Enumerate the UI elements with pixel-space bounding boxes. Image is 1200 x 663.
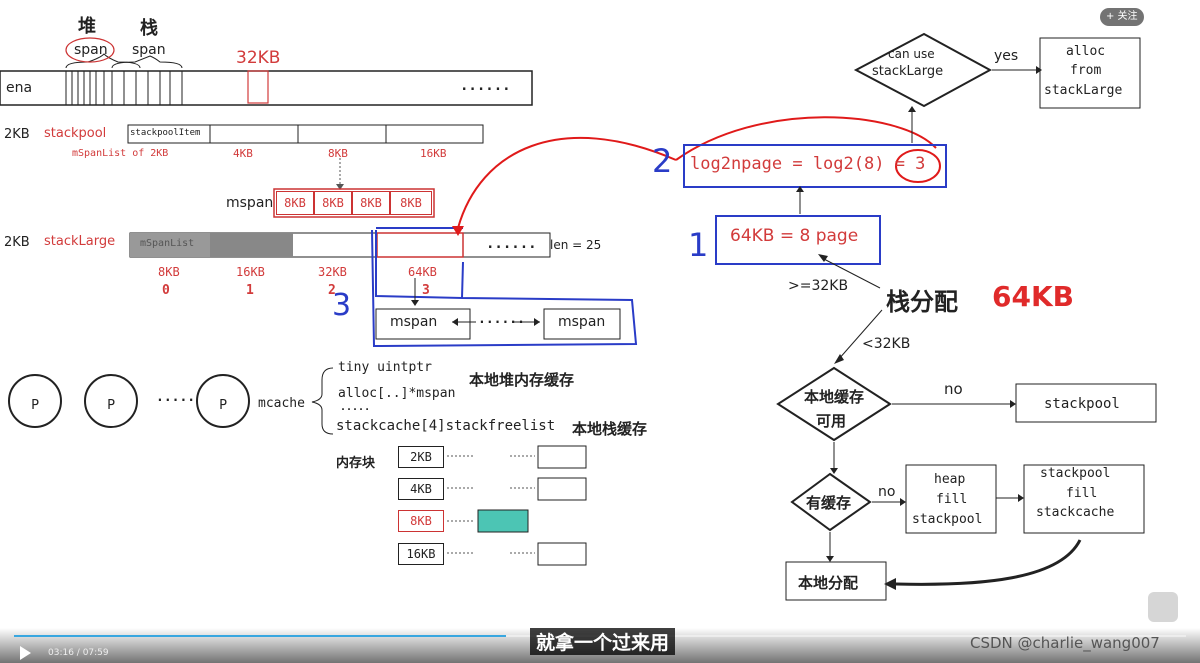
- p-label: P: [10, 398, 60, 413]
- stacklarge-diamond-label: stackLarge: [872, 64, 943, 79]
- pip-icon[interactable]: [1148, 592, 1178, 622]
- stacklarge-tick: 8KB: [158, 265, 180, 279]
- stackpool-name: stackpool: [44, 126, 106, 141]
- no-label-2: no: [878, 484, 895, 500]
- span-stack-label: span: [132, 42, 166, 58]
- stackpool-target: stackpool: [1044, 396, 1120, 412]
- has-cache-label: 有缓存: [806, 492, 851, 513]
- log2npage-formula: log2npage = log2(8) = 3: [690, 154, 925, 174]
- stackpool-8kb: 8KB: [328, 147, 348, 160]
- block-16kb: 16KB: [398, 543, 444, 565]
- stacklarge-size: 2KB: [4, 235, 30, 250]
- fill-label-2: fill: [1066, 486, 1097, 501]
- block-2kb: 2KB: [398, 446, 444, 468]
- mcache-dots: .....: [340, 402, 370, 413]
- ge32kb-label: >=32KB: [788, 278, 848, 294]
- time-display: 03:16 / 07:59: [48, 648, 109, 658]
- stacklarge-target-label: stackLarge: [1044, 83, 1122, 98]
- mspan-a: mspan: [390, 314, 437, 330]
- stacklarge-tick: 16KB: [236, 265, 265, 279]
- arena-label: ena: [6, 80, 32, 96]
- mcache-label: mcache: [258, 396, 305, 411]
- stackpool-sublabel: mSpanList of 2KB: [72, 148, 168, 159]
- blue-annotation-2: 2: [652, 142, 672, 180]
- stacklarge-index: 0: [162, 283, 170, 298]
- stack-label: 栈: [140, 14, 158, 40]
- arena-dots: ......: [460, 78, 511, 94]
- mspan-cell: 8KB: [352, 191, 390, 215]
- mspan-cell: 8KB: [390, 191, 432, 215]
- stacklarge-index: 1: [246, 283, 254, 298]
- stackpool-4kb: 4KB: [233, 147, 253, 160]
- blue-annotation-3: 3: [332, 288, 351, 323]
- stack-alloc-title: 栈分配: [886, 282, 958, 317]
- tiny-field: tiny uintptr: [338, 360, 432, 375]
- play-icon[interactable]: [20, 646, 31, 660]
- page-formula: 64KB = 8 page: [730, 226, 858, 246]
- stackpool-size: 2KB: [4, 127, 30, 142]
- stackpool-fill-label: stackpool: [912, 512, 982, 527]
- stacklarge-tick: 64KB: [408, 265, 437, 279]
- alloc-field: alloc[..]*mspan: [338, 386, 455, 401]
- stackcache-label: stackcache: [1036, 505, 1114, 520]
- stacklarge-dots: ......: [486, 236, 537, 252]
- kb32-label: 32KB: [236, 48, 280, 68]
- mspan-cell: 8KB: [276, 191, 314, 215]
- p-dots: .....: [156, 390, 195, 405]
- local-cache-label: 本地缓存: [804, 386, 864, 407]
- span-heap-label: span: [74, 42, 108, 58]
- alloc-label: alloc: [1066, 44, 1105, 59]
- from-label: from: [1070, 63, 1101, 78]
- mspan-row-label: mspan: [226, 195, 273, 211]
- block-4kb: 4KB: [398, 478, 444, 500]
- fill-label: fill: [936, 492, 967, 507]
- local-alloc-label: 本地分配: [798, 572, 858, 593]
- stackcache-field: stackcache[4]stackfreelist: [336, 418, 555, 434]
- heap-label: 堆: [78, 12, 96, 38]
- stacklarge-len: len = 25: [550, 238, 601, 252]
- alloc-size-64kb: 64KB: [992, 280, 1074, 313]
- p-face: P: [196, 374, 250, 428]
- p-label: P: [86, 398, 136, 413]
- blue-annotation-1: 1: [688, 226, 708, 264]
- subtitle: 就拿一个过来用: [530, 628, 675, 655]
- stacklarge-item: mSpanList: [140, 238, 194, 249]
- local-heap-cache-label: 本地堆内存缓存: [469, 369, 574, 390]
- can-use-label: can use: [888, 47, 935, 61]
- p-face: P: [84, 374, 138, 428]
- memory-block-label: 内存块: [336, 452, 375, 471]
- mspan-b: mspan: [558, 314, 605, 330]
- stacklarge-name: stackLarge: [44, 234, 115, 249]
- yes-label: yes: [994, 48, 1018, 64]
- csdn-watermark: CSDN @charlie_wang007: [970, 634, 1160, 652]
- follow-button[interactable]: + 关注: [1100, 8, 1144, 26]
- progress-fill: [14, 635, 506, 637]
- local-stack-cache-label: 本地栈缓存: [572, 418, 647, 439]
- mspan-cell: 8KB: [314, 191, 352, 215]
- heap-label: heap: [934, 472, 965, 487]
- stackpool-16kb: 16KB: [420, 147, 447, 160]
- stacklarge-tick: 32KB: [318, 265, 347, 279]
- no-label-1: no: [944, 380, 963, 398]
- p-label: P: [198, 398, 248, 413]
- lt32kb-label: <32KB: [862, 336, 910, 352]
- stackpool-item: stackpoolItem: [130, 128, 200, 138]
- stackpool-source-label: stackpool: [1040, 466, 1110, 481]
- block-8kb: 8KB: [398, 510, 444, 532]
- p-face: P: [8, 374, 62, 428]
- stacklarge-index: 3: [422, 283, 430, 298]
- mspan-dots: ......: [478, 312, 525, 327]
- usable-label: 可用: [816, 410, 846, 431]
